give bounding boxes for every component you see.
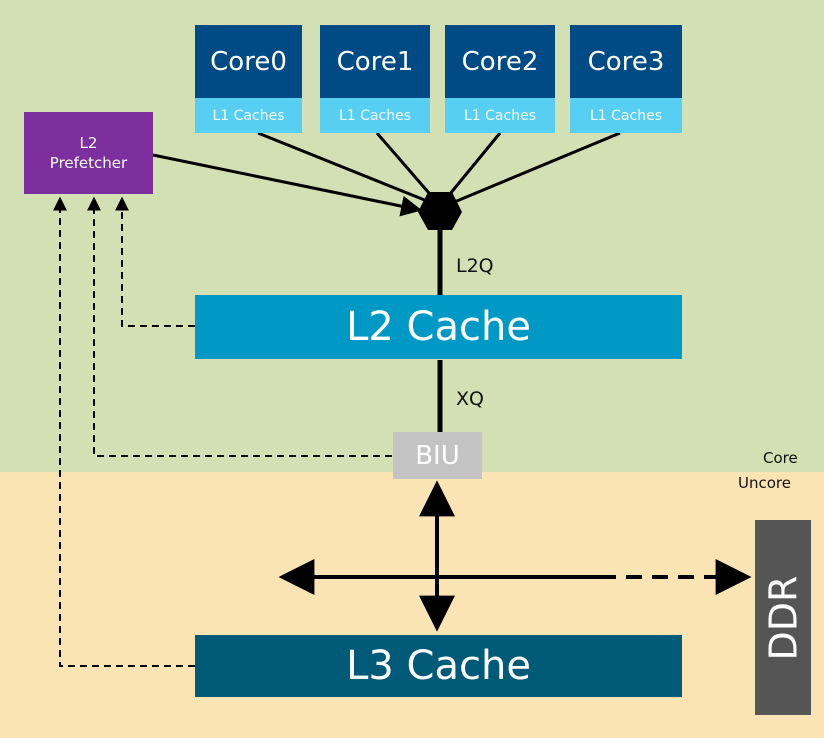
l2-cache-box: L2 Cache [195,295,682,359]
core0-l1-box: L1 Caches [195,98,302,133]
core2-l1-box: L1 Caches [445,98,555,133]
core1-l1-label: L1 Caches [339,107,411,124]
core2-l1-label: L1 Caches [464,107,536,124]
l2-cache-label: L2 Cache [346,304,531,350]
biu-box: BIU [393,432,482,479]
core0-box: Core0 [195,25,302,98]
l2-prefetcher-box: L2 Prefetcher [24,112,153,194]
core3-l1-box: L1 Caches [570,98,682,133]
prefetcher-link [152,153,423,217]
core1-link [375,132,437,201]
core0-label: Core0 [210,46,287,77]
core2-box: Core2 [445,25,555,98]
core1-label: Core1 [336,46,414,77]
core-region-label: Core [763,449,798,467]
core1-l1-box: L1 Caches [320,98,430,133]
core0-l1-label: L1 Caches [212,107,285,124]
l3-cache-box: L3 Cache [195,635,682,697]
prefetcher-label-line1: L2 [79,134,98,152]
core2-label: Core2 [461,46,539,77]
biu-feedback-path [87,196,392,457]
l2q-label: L2Q [456,255,494,277]
l3-cache-label: L3 Cache [346,643,531,689]
biu-label: BIU [415,440,460,471]
core2-link [443,132,502,201]
core3-l1-label: L1 Caches [590,107,662,124]
ddr-label: DDR [761,575,805,660]
prefetcher-label-line2: Prefetcher [49,154,128,172]
l2-feedback-path [115,196,195,327]
core3-label: Core3 [587,46,665,77]
l3-feedback-path [53,196,195,667]
interconnect-hub [418,192,462,230]
core0-link [257,131,433,205]
core3-link [451,131,621,205]
ddr-box: DDR [755,520,811,715]
core1-box: Core1 [320,25,430,98]
xq-label: XQ [456,388,484,410]
uncore-region-label: Uncore [738,474,791,492]
core3-box: Core3 [570,25,682,98]
